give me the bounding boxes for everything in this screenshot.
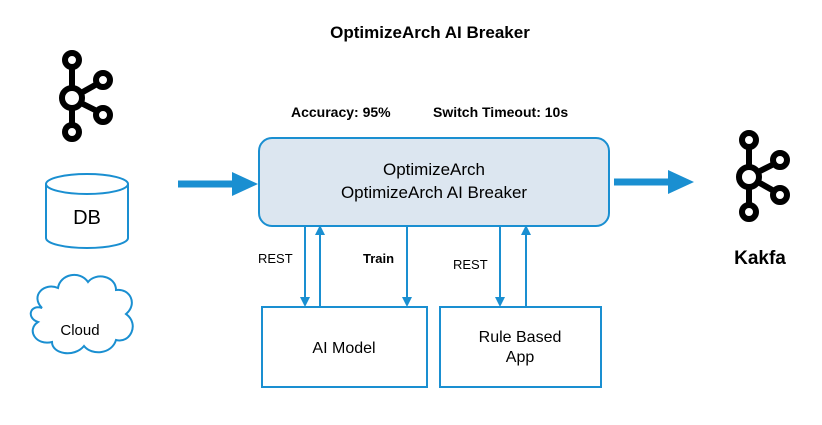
ai-model-train-label: Train (363, 251, 394, 266)
db-label: DB (73, 207, 101, 229)
diagram-title: OptimizeArch AI Breaker (330, 23, 530, 42)
rule-app-rest-label: REST (453, 257, 488, 272)
main-breaker-box (258, 137, 610, 227)
kafka-label: Kakfa (734, 248, 786, 269)
kafka-sink-icon (736, 130, 790, 222)
rule-app-box (439, 306, 602, 388)
output-arrow-head (668, 170, 694, 194)
cloud-icon (29, 273, 134, 355)
cloud-label: Cloud (60, 322, 99, 339)
rule-app-label-line1: Rule Based (479, 329, 562, 346)
input-arrow-head (232, 172, 258, 196)
ai-model-box (261, 306, 428, 388)
rule-app-label-line2: App (506, 349, 535, 366)
switch-timeout-metric: Switch Timeout: 10s (433, 104, 568, 120)
accuracy-metric: Accuracy: 95% (291, 104, 391, 120)
database-cylinder-icon (45, 173, 129, 249)
main-box-line1: OptimizeArch (383, 160, 485, 179)
main-box-line2: OptimizeArch AI Breaker (341, 183, 527, 202)
kafka-icon (59, 50, 113, 142)
ai-model-rest-label: REST (258, 251, 293, 266)
ai-model-label: AI Model (312, 340, 375, 357)
